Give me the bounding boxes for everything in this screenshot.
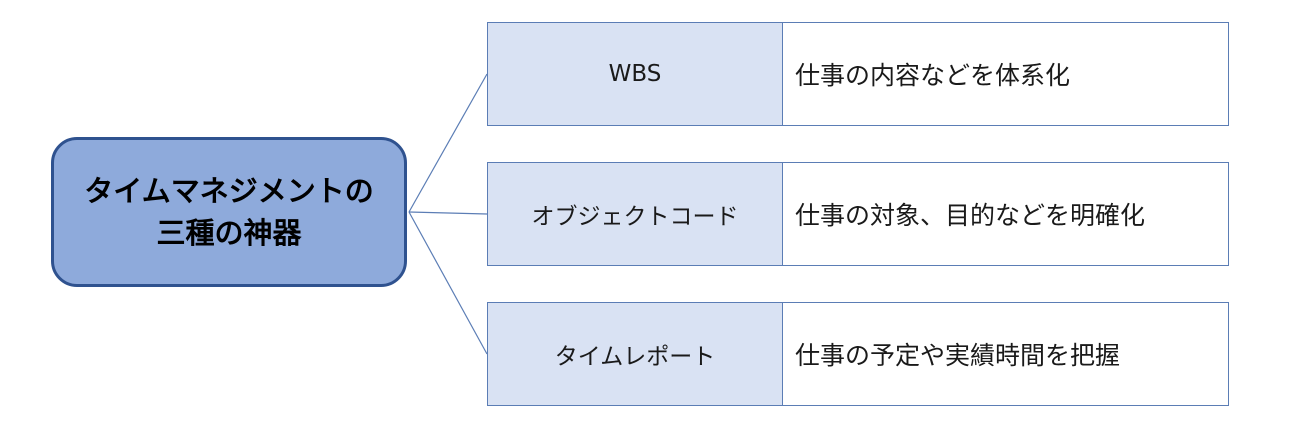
description-cell: 仕事の予定や実績時間を把握 <box>783 303 1228 405</box>
root-title-line-1: タイムマネジメントの <box>84 174 374 208</box>
item-row-time-report: タイムレポート 仕事の予定や実績時間を把握 <box>487 302 1229 406</box>
item-row-wbs: WBS 仕事の内容などを体系化 <box>487 22 1229 126</box>
root-title-line-2: 三種の神器 <box>156 216 302 250</box>
connector-line-wbs <box>408 73 488 213</box>
description-cell: 仕事の対象、目的などを明確化 <box>783 163 1228 265</box>
root-node: タイムマネジメントの 三種の神器 <box>51 137 407 287</box>
connector-line-object-code <box>408 211 488 215</box>
item-row-object-code: オブジェクトコード 仕事の対象、目的などを明確化 <box>487 162 1229 266</box>
connector-line-time-report <box>408 211 488 355</box>
term-cell: オブジェクトコード <box>488 163 783 265</box>
term-cell: WBS <box>488 23 783 125</box>
term-cell: タイムレポート <box>488 303 783 405</box>
description-cell: 仕事の内容などを体系化 <box>783 23 1228 125</box>
